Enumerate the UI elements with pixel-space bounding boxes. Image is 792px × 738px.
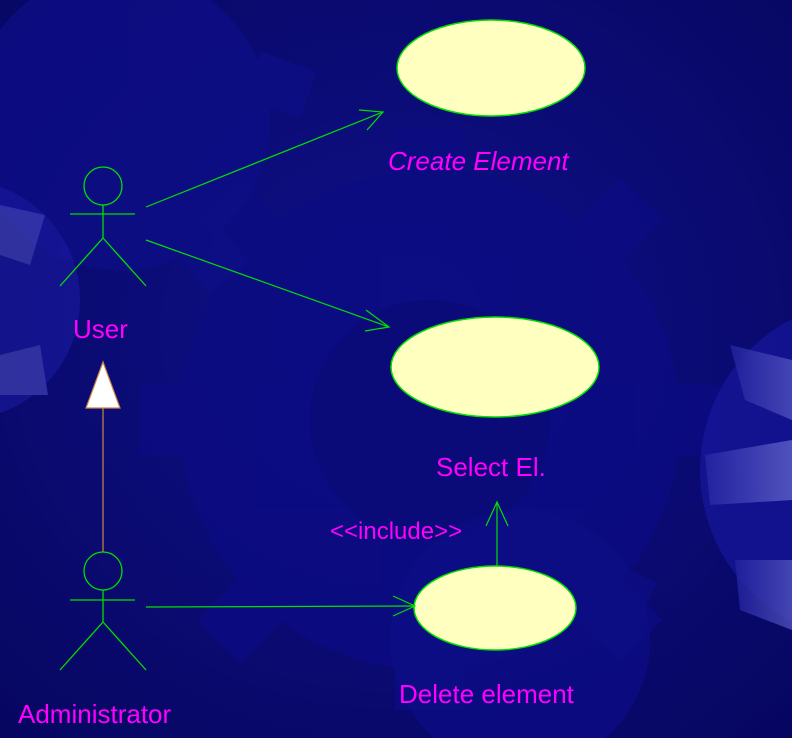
gear-topleft-shape (0, 0, 317, 295)
usecase-select-label: Select El. (436, 452, 546, 482)
usecase-create-element[interactable] (396, 19, 586, 117)
include-dependency (485, 500, 509, 566)
usecase-delete-element[interactable] (413, 565, 577, 651)
actor-user-label: User (73, 314, 128, 344)
association-admin-delete (145, 595, 417, 617)
association-user-select (145, 239, 391, 332)
usecase-select-element[interactable] (390, 316, 600, 418)
usecase-create-label: Create Element (388, 146, 569, 176)
association-user-create (145, 109, 385, 208)
usecase-delete-label: Delete element (399, 679, 574, 709)
generalization-arrowhead (85, 360, 121, 409)
gear-right-shape (700, 318, 792, 630)
include-stereotype-label: <<include>> (330, 518, 463, 545)
actor-administrator[interactable] (59, 551, 147, 671)
actor-admin-label: Administrator (18, 699, 172, 729)
gear-left-shape (0, 186, 80, 414)
actor-user[interactable] (59, 166, 147, 287)
